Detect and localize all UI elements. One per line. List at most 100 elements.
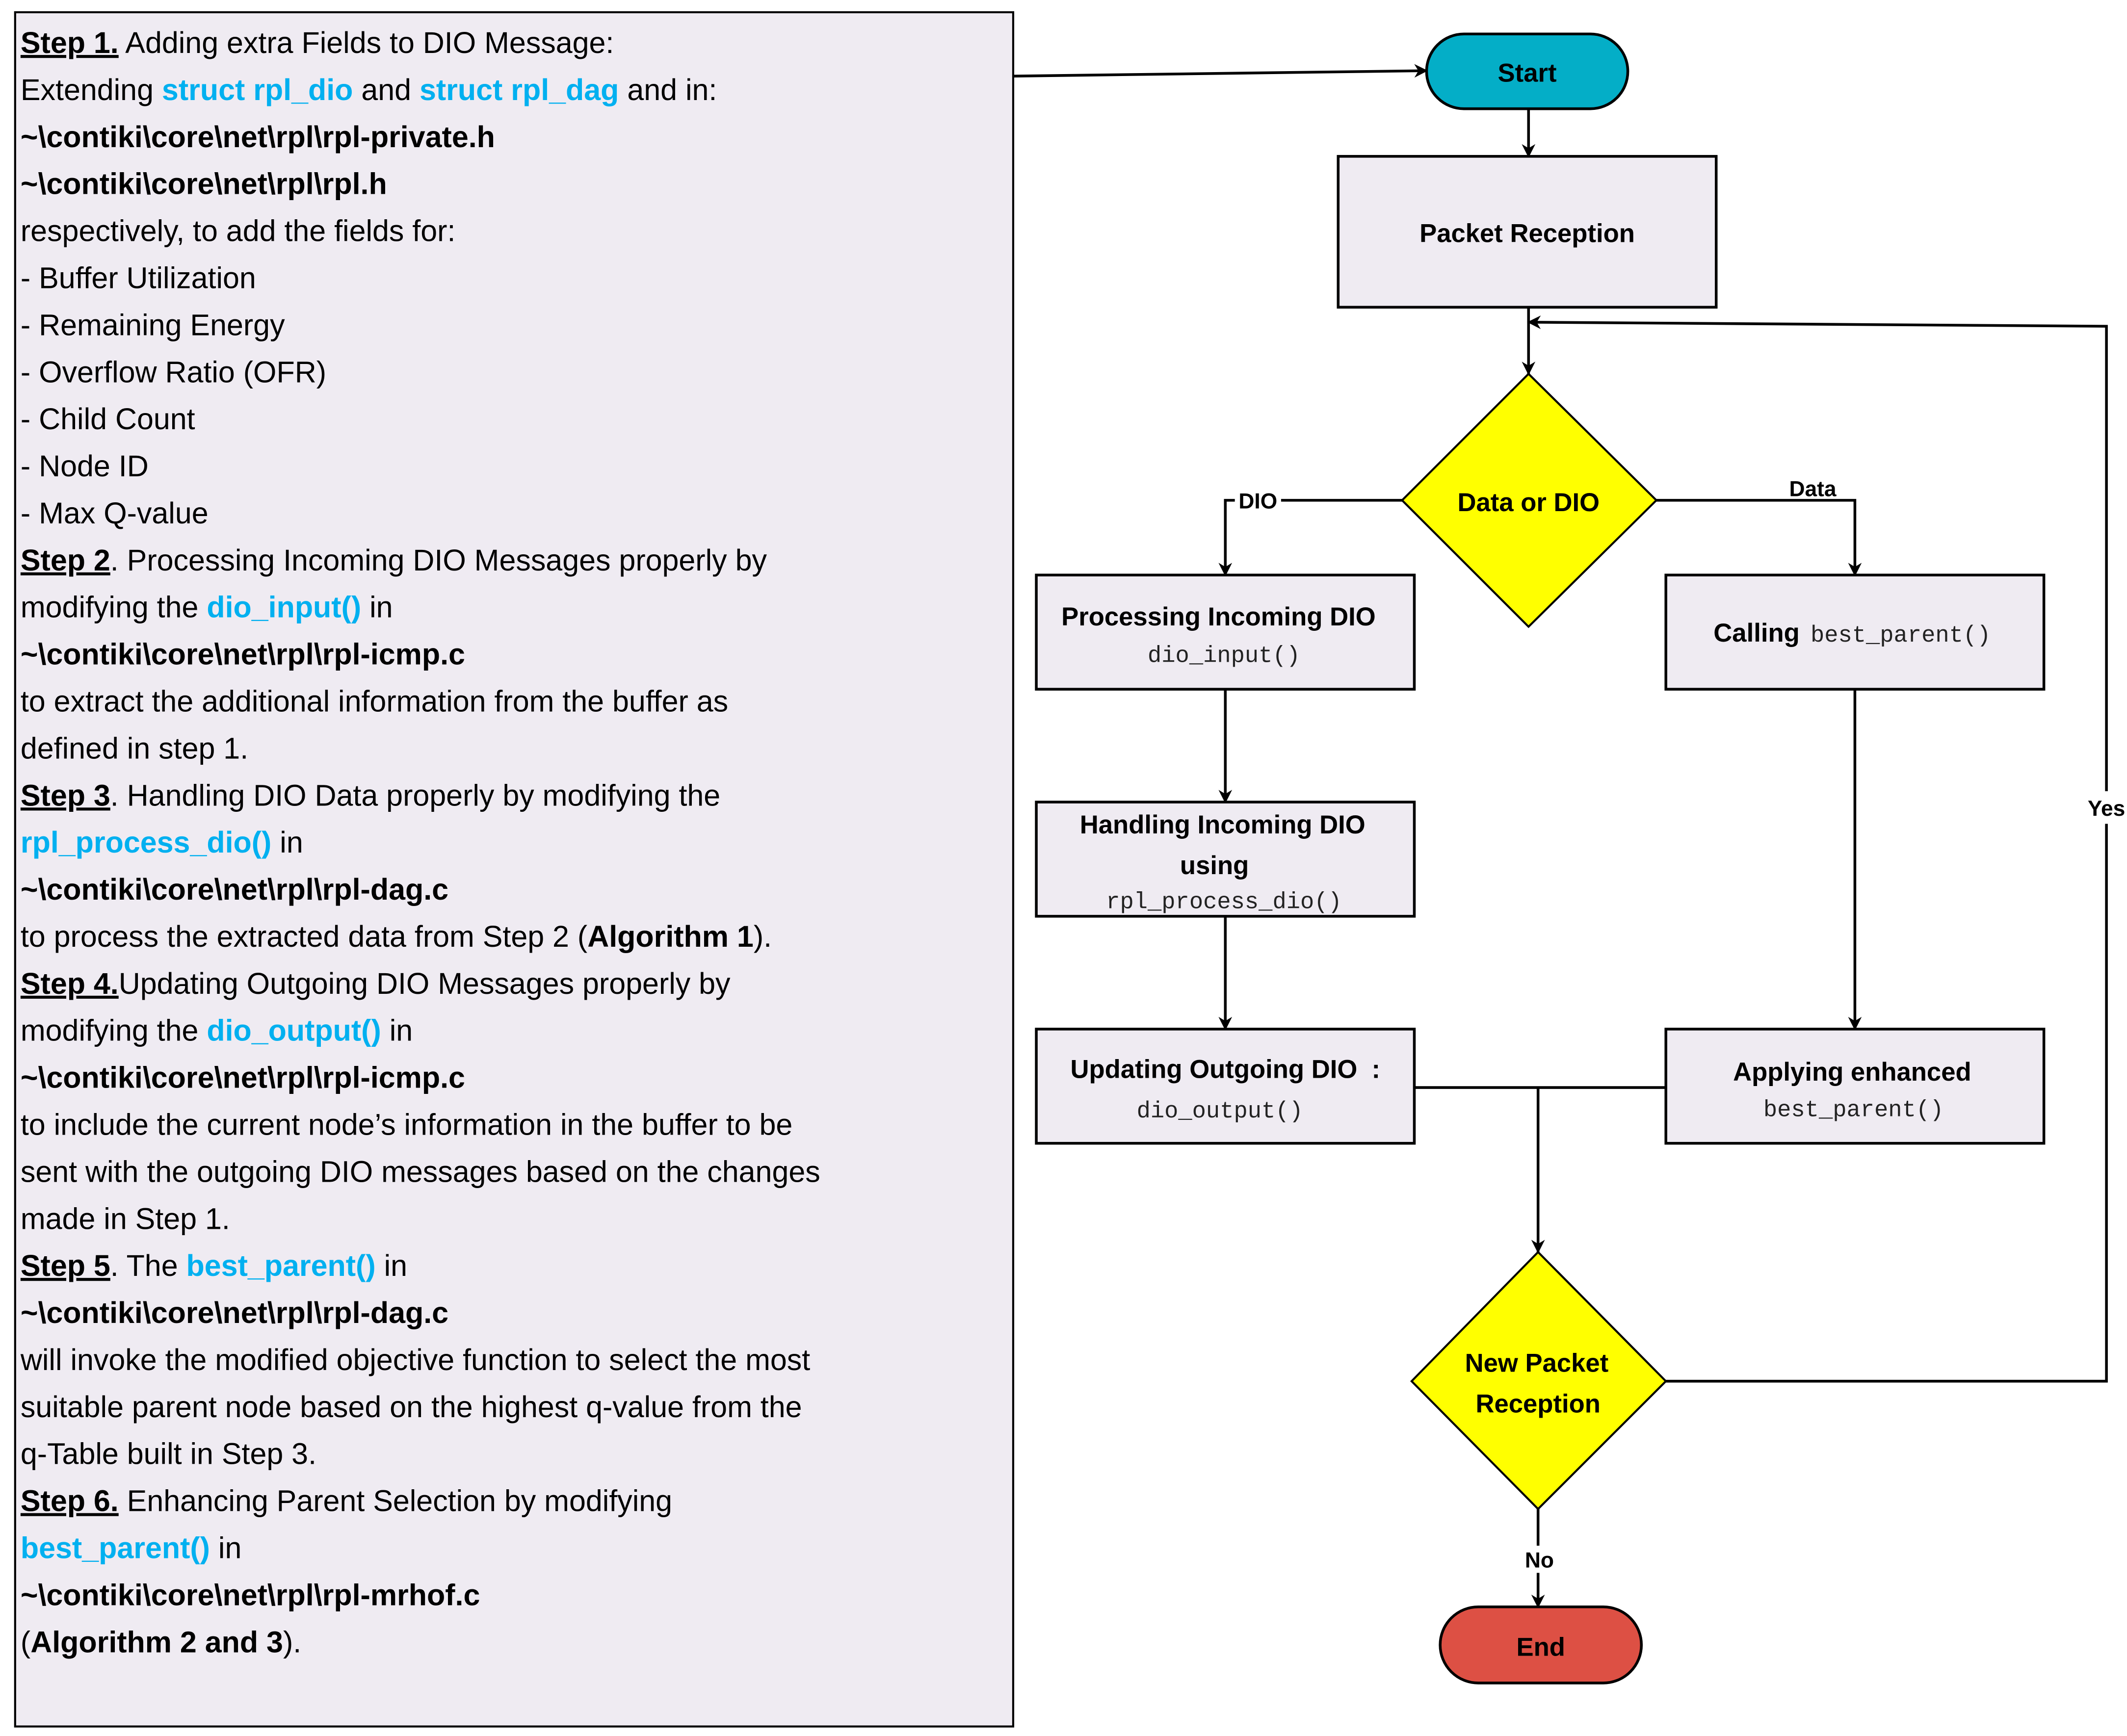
- processing-code: dio_input(): [1148, 644, 1300, 670]
- step-line: to include the current node’s informatio…: [21, 1108, 792, 1141]
- file-path: Algorithm 1: [587, 920, 754, 953]
- file-path: ~\contiki\core\net\rpl\rpl-mrhof.c: [21, 1578, 480, 1611]
- step-line: Step 1. Adding extra Fields to DIO Messa…: [21, 26, 614, 59]
- step-line: to extract the additional information fr…: [21, 685, 728, 718]
- step-line: sent with the outgoing DIO messages base…: [21, 1155, 820, 1188]
- arrow-data-branch: [1656, 499, 1862, 577]
- step-text: . The: [110, 1249, 186, 1282]
- step-text: and in:: [619, 73, 717, 106]
- step-text: q-Table built in Step 3.: [21, 1437, 316, 1471]
- code-identifier: struct rpl_dio: [162, 73, 353, 106]
- file-path: ~\contiki\core\net\rpl\rpl-private.h: [21, 120, 495, 154]
- file-path: Algorithm 2 and 3: [30, 1625, 283, 1658]
- code-identifier: dio_output(): [207, 1014, 381, 1047]
- step-text: . Handling DIO Data properly by modifyin…: [110, 778, 720, 812]
- step-line: rpl_process_dio() in: [21, 826, 303, 859]
- code-identifier: dio_input(): [207, 591, 361, 624]
- code-identifier: best_parent(): [21, 1531, 210, 1565]
- step-line: - Node ID: [21, 449, 149, 483]
- step-heading: Step 6.: [21, 1484, 119, 1518]
- step-text: modifying the: [21, 591, 207, 624]
- arrow-dio-branch: [1218, 499, 1402, 577]
- step-line: Step 2. Processing Incoming DIO Messages…: [21, 544, 767, 577]
- yes-label: Yes: [2088, 797, 2125, 821]
- step-text: in: [210, 1531, 241, 1565]
- step-line: Step 5. The best_parent() in: [21, 1249, 407, 1282]
- handling-line1: Handling Incoming DIO: [1080, 810, 1365, 839]
- step-line: ~\contiki\core\net\rpl\rpl-dag.c: [21, 873, 448, 906]
- step-line: q-Table built in Step 3.: [21, 1437, 316, 1471]
- step-line: ~\contiki\core\net\rpl\rpl-private.h: [21, 120, 495, 154]
- step-text: - Child Count: [21, 402, 195, 436]
- step-text: Extending: [21, 73, 162, 106]
- no-label: No: [1525, 1548, 1554, 1572]
- step-text: - Buffer Utilization: [21, 261, 256, 295]
- applying-code: best_parent(): [1763, 1097, 1944, 1123]
- step-line: Step 6. Enhancing Parent Selection by mo…: [21, 1484, 672, 1518]
- arrow-yes-loop: [1527, 315, 2108, 1383]
- packet-reception-box: Packet Reception: [1337, 155, 1718, 309]
- file-path: ~\contiki\core\net\rpl\rpl-dag.c: [21, 873, 448, 906]
- processing-incoming-dio-box: Processing Incoming DIO dio_input(): [1035, 573, 1416, 691]
- step-line: (Algorithm 2 and 3).: [21, 1625, 301, 1658]
- step-text: in: [381, 1014, 413, 1047]
- connectors: [1013, 64, 2108, 1608]
- new-packet-decision: New Packet Reception: [1410, 1250, 1668, 1511]
- step-line: modifying the dio_output() in: [21, 1014, 413, 1047]
- step-text: in: [376, 1249, 407, 1282]
- step-line: ~\contiki\core\net\rpl\rpl.h: [21, 167, 387, 201]
- decision2-line2: Reception: [1475, 1389, 1600, 1418]
- step-text: - Remaining Energy: [21, 308, 285, 341]
- updating-title: Updating Outgoing DIO :: [1071, 1055, 1381, 1084]
- step-line: will invoke the modified objective funct…: [20, 1343, 810, 1376]
- code-identifier: rpl_process_dio(): [21, 826, 271, 859]
- step-text: defined in step 1.: [21, 731, 248, 765]
- step-text: sent with the outgoing DIO messages base…: [21, 1155, 820, 1188]
- handling-line2: using: [1180, 851, 1249, 880]
- step-text: - Overflow Ratio (OFR): [21, 355, 326, 389]
- step-line: Extending struct rpl_dio and struct rpl_…: [21, 73, 717, 106]
- step-heading: Step 2: [21, 544, 110, 577]
- step-line: suitable parent node based on the highes…: [21, 1390, 802, 1424]
- packet-reception-label: Packet Reception: [1419, 219, 1635, 248]
- step-line: - Child Count: [21, 402, 195, 436]
- calling-title: Calling: [1713, 619, 1799, 648]
- step-line: best_parent() in: [21, 1531, 242, 1565]
- step-line: made in Step 1.: [21, 1202, 230, 1235]
- step-line: Step 4.Updating Outgoing DIO Messages pr…: [21, 967, 731, 1000]
- step-line: Step 3. Handling DIO Data properly by mo…: [21, 778, 720, 812]
- step-text: Updating Outgoing DIO Messages properly …: [119, 967, 731, 1000]
- step-heading: Step 4.: [21, 967, 119, 1000]
- start-terminal: Start: [1425, 32, 1629, 110]
- step-line: respectively, to add the fields for:: [21, 214, 456, 248]
- file-path: ~\contiki\core\net\rpl\rpl-icmp.c: [21, 638, 465, 671]
- step-line: ~\contiki\core\net\rpl\rpl-icmp.c: [21, 638, 465, 671]
- steps-panel-background: [14, 11, 1015, 1728]
- handling-code: rpl_process_dio(): [1106, 889, 1342, 915]
- step-heading: Step 3: [21, 778, 110, 812]
- step-line: - Remaining Energy: [21, 308, 285, 341]
- step-text: will invoke the modified objective funct…: [20, 1343, 810, 1376]
- step-text: Enhancing Parent Selection by modifying: [119, 1484, 672, 1518]
- decision1-label: Data or DIO: [1458, 488, 1600, 517]
- file-path: ~\contiki\core\net\rpl\rpl-dag.c: [21, 1296, 448, 1329]
- arrow-panel-to-start: [1013, 64, 1428, 78]
- step-text: in: [361, 591, 393, 624]
- step-text: and: [353, 73, 420, 106]
- dio-branch-label: DIO: [1238, 489, 1277, 513]
- data-or-dio-decision: Data or DIO: [1400, 372, 1658, 628]
- end-label: End: [1517, 1632, 1565, 1661]
- steps-panel: Step 1. Adding extra Fields to DIO Messa…: [14, 11, 1015, 1728]
- updating-outgoing-dio-box: Updating Outgoing DIO : dio_output(): [1035, 1028, 1416, 1145]
- step-text: respectively, to add the fields for:: [21, 214, 456, 248]
- step-line: to process the extracted data from Step …: [21, 920, 772, 953]
- applying-enhanced-box: Applying enhanced best_parent(): [1664, 1028, 2046, 1145]
- step-line: - Max Q-value: [21, 496, 209, 530]
- step-heading: Step 1.: [21, 26, 119, 59]
- step-text: Adding extra Fields to DIO Message:: [119, 26, 614, 59]
- code-identifier: struct rpl_dag: [420, 73, 619, 106]
- step-line: modifying the dio_input() in: [21, 591, 393, 624]
- decision2-line1: New Packet: [1465, 1348, 1609, 1377]
- applying-title: Applying enhanced: [1733, 1058, 1971, 1087]
